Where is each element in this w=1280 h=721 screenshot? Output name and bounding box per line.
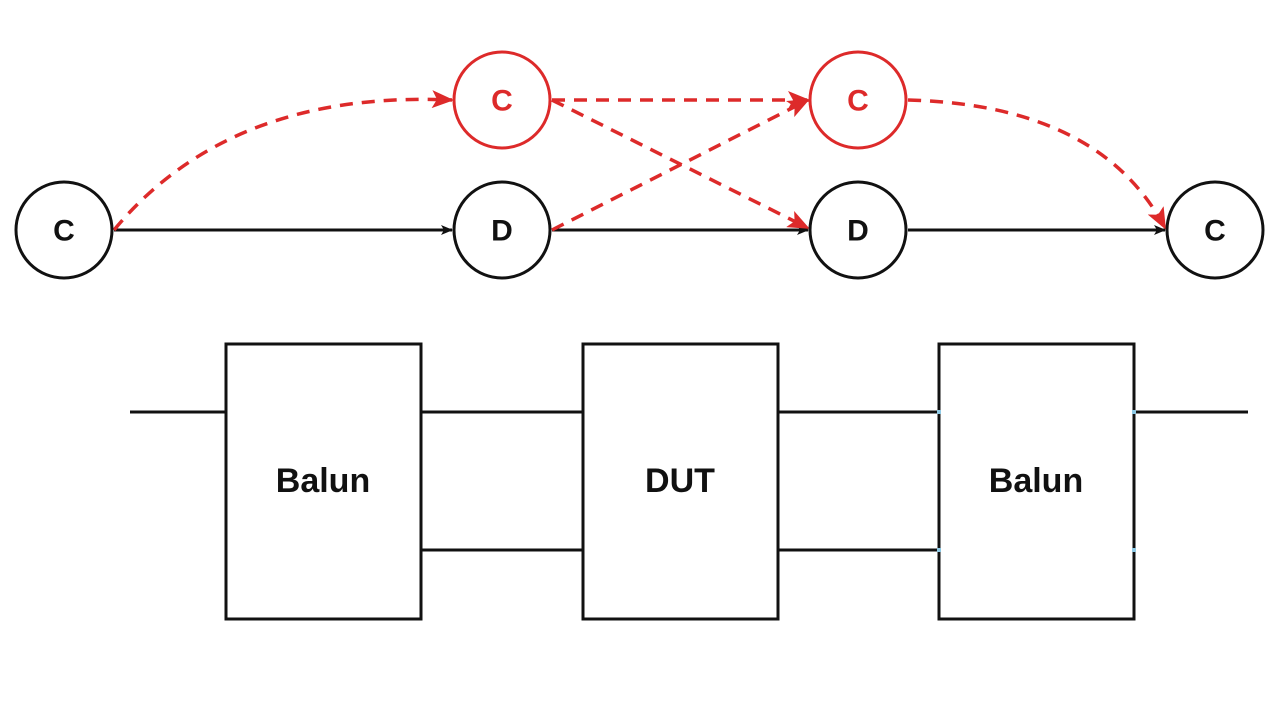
block-balun-right: Balun xyxy=(937,342,1136,621)
block-label: DUT xyxy=(645,462,715,500)
node-label: C xyxy=(53,215,75,248)
block-rect xyxy=(937,342,1136,621)
block-label: Balun xyxy=(276,462,370,500)
node-label: C xyxy=(1204,215,1226,248)
node-label: D xyxy=(491,215,513,248)
port-marker xyxy=(937,410,941,414)
block-rect xyxy=(224,342,423,621)
port-marker xyxy=(1132,548,1136,552)
block-balun-left: Balun xyxy=(224,342,423,621)
block-label: Balun xyxy=(989,462,1083,500)
block-dut: DUT xyxy=(581,342,780,621)
edge-c-left-to-c-top1 xyxy=(112,90,454,232)
node-label: C xyxy=(847,85,869,118)
port-markers xyxy=(937,410,1136,552)
node-c-left: C xyxy=(14,180,114,280)
node-circle xyxy=(1165,180,1265,280)
block-rect xyxy=(581,342,780,621)
node-c-top1: C xyxy=(452,50,552,150)
node-d-mid1: D xyxy=(452,180,552,280)
node-c-top2: C xyxy=(808,50,908,150)
node-circle xyxy=(808,50,908,150)
port-marker xyxy=(937,548,941,552)
edge-c-top2-to-c-right xyxy=(907,98,1167,230)
node-circle xyxy=(452,180,552,280)
dashed-edges xyxy=(112,90,1167,232)
node-label: C xyxy=(491,85,513,118)
block-wires xyxy=(130,410,1248,552)
node-circle xyxy=(14,180,114,280)
node-circle xyxy=(808,180,908,280)
node-label: D xyxy=(847,215,869,248)
port-marker xyxy=(1132,410,1136,414)
node-circle xyxy=(452,50,552,150)
node-d-mid2: D xyxy=(808,180,908,280)
edge-d-mid1-to-c-top2 xyxy=(551,98,810,232)
node-c-right: C xyxy=(1165,180,1265,280)
